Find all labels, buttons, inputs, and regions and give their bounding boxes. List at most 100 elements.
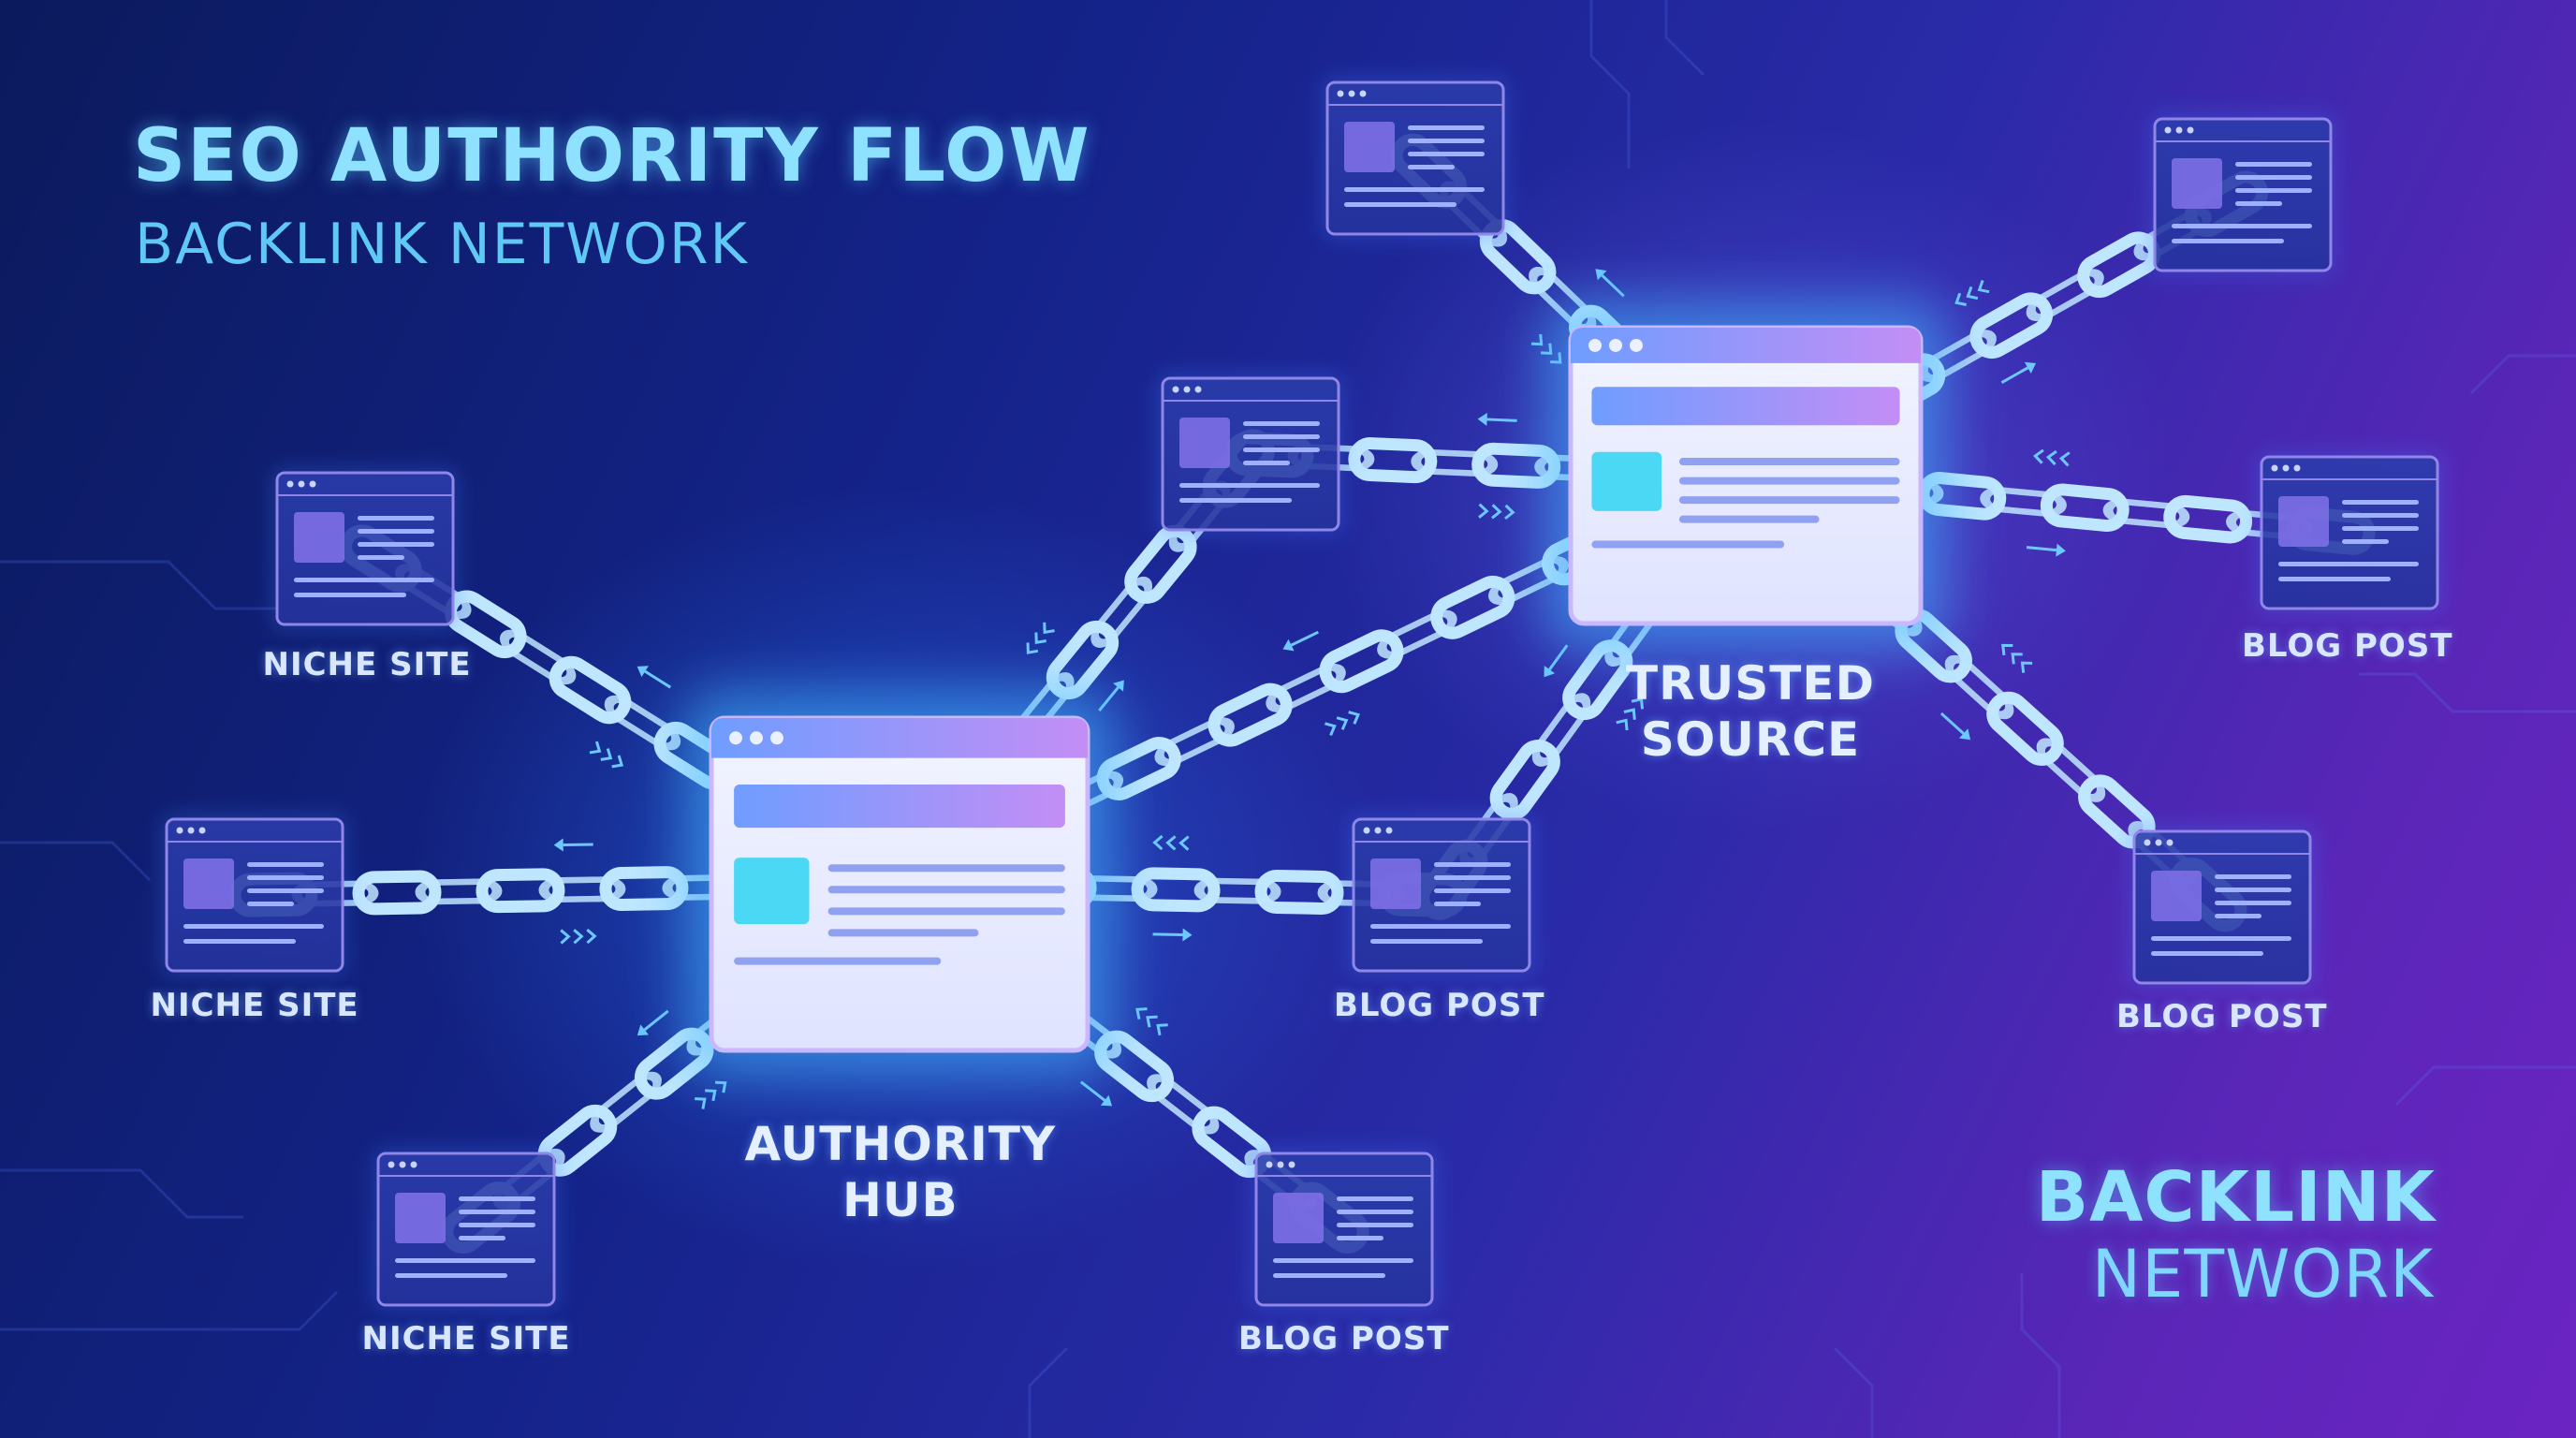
blog-post-2-label: BLOG POST (1238, 1320, 1450, 1358)
image-icon (183, 858, 234, 909)
chain-link (1348, 437, 1438, 484)
image-icon (2172, 158, 2222, 209)
circuit-trace (1028, 1346, 1069, 1438)
label-line: BLOG POST (1334, 987, 1545, 1024)
circuit-trace (2020, 1273, 2061, 1438)
chain-link (1430, 575, 1515, 639)
flow-chevrons (695, 1080, 727, 1109)
blog-post-4-label: BLOG POST (2116, 998, 2328, 1036)
page-subtitle: BACKLINK NETWORK (135, 212, 749, 277)
chain-link (1531, 693, 1591, 767)
browser-window (165, 817, 344, 973)
flow-chevrons (2033, 448, 2071, 467)
chain-link (1266, 663, 1346, 712)
flow-chevrons (560, 928, 597, 945)
chain-link (1154, 717, 1235, 767)
chain-link (499, 629, 577, 685)
chain-link (538, 876, 626, 903)
flow-arrow (637, 666, 672, 689)
chain-link (2036, 738, 2106, 802)
chain-link (415, 878, 503, 905)
chain-link (2102, 498, 2190, 529)
niche-site-2-node (161, 814, 348, 976)
browser-window (275, 471, 455, 626)
chain-link (1319, 629, 1404, 694)
blog-post-3-node (2256, 451, 2443, 614)
image-icon (2151, 871, 2202, 921)
unlabeled-site-1-node (1157, 373, 1344, 536)
corner-title-line1: BACKLINK (2035, 1157, 2436, 1238)
chain-link (1944, 654, 2014, 720)
flow-arrow (2000, 361, 2037, 384)
image-icon (2278, 496, 2329, 547)
label-line: BLOG POST (2116, 998, 2328, 1035)
page-banner (1591, 387, 1900, 426)
circuit-trace (2394, 1065, 2576, 1107)
circuit-trace (0, 1290, 339, 1331)
chain-link (1489, 740, 1560, 820)
label-line: NICHE SITE (150, 987, 359, 1024)
flow-arrow (2026, 543, 2066, 557)
label-line: TRUSTED (1626, 656, 1875, 711)
chain-link (2040, 483, 2130, 533)
chain-link (2163, 494, 2253, 544)
chain-link (1046, 620, 1120, 700)
circuit-trace (0, 1168, 243, 1219)
image-icon (1344, 122, 1395, 172)
flow-arrow (553, 838, 593, 852)
circuit-trace (1589, 0, 1631, 169)
blog-post-1-label: BLOG POST (1334, 987, 1545, 1025)
flow-chevrons (1478, 503, 1515, 521)
corner-title-line2: NETWORK (2091, 1236, 2434, 1313)
label-line: NICHE SITE (262, 646, 472, 683)
label-line: BLOG POST (2242, 627, 2453, 665)
flow-arrow (1939, 712, 1971, 741)
flow-chevrons (1152, 834, 1190, 851)
browser-window (2132, 829, 2312, 985)
chain-link (1254, 870, 1344, 915)
niche-site-1-label: NICHE SITE (263, 646, 472, 684)
label-line: HUB (842, 1173, 959, 1227)
label-line: AUTHORITY (744, 1117, 1057, 1171)
circuit-trace (0, 841, 152, 882)
image-icon (1179, 418, 1230, 468)
flow-chevrons (589, 741, 624, 769)
chain-link (1208, 682, 1293, 747)
flow-chevrons (2001, 643, 2033, 673)
browser-window (376, 1152, 556, 1307)
flow-arrow (1282, 630, 1319, 652)
browser-window (1254, 1152, 1434, 1307)
browser-window (2260, 455, 2439, 610)
niche-site-1-node (271, 467, 459, 630)
flow-arrow (1544, 644, 1569, 678)
chain-link (2026, 269, 2104, 322)
label-line: BLOG POST (1238, 1320, 1450, 1357)
niche-site-3-label: NICHE SITE (362, 1320, 571, 1358)
image-icon (1370, 858, 1421, 909)
chain-link (352, 870, 442, 916)
chain-link (1411, 448, 1499, 477)
flow-chevrons (1325, 711, 1361, 736)
flow-chevrons (1616, 697, 1645, 731)
chain-link (1377, 609, 1457, 659)
circuit-trace (0, 560, 281, 610)
chain-link (1193, 877, 1281, 904)
flow-arrow (1595, 269, 1625, 298)
browser-window (1352, 817, 1531, 973)
flow-arrow (1152, 928, 1193, 942)
page-banner (734, 785, 1065, 829)
chain-link (1131, 867, 1221, 913)
chain-link (1969, 292, 2054, 360)
niche-site-2-label: NICHE SITE (151, 987, 359, 1025)
page-title: SEO AUTHORITY FLOW (133, 114, 1091, 198)
chain-link (1986, 691, 2064, 766)
circuit-trace (1833, 1346, 1874, 1438)
unlabeled-site-3-node (2149, 113, 2336, 276)
chain-link (590, 1071, 662, 1133)
unlabeled-site-2-node (1322, 77, 1509, 240)
authority-hub-node (683, 690, 1116, 1078)
chain-link (599, 866, 689, 911)
blog-post-4-node (2129, 826, 2316, 989)
